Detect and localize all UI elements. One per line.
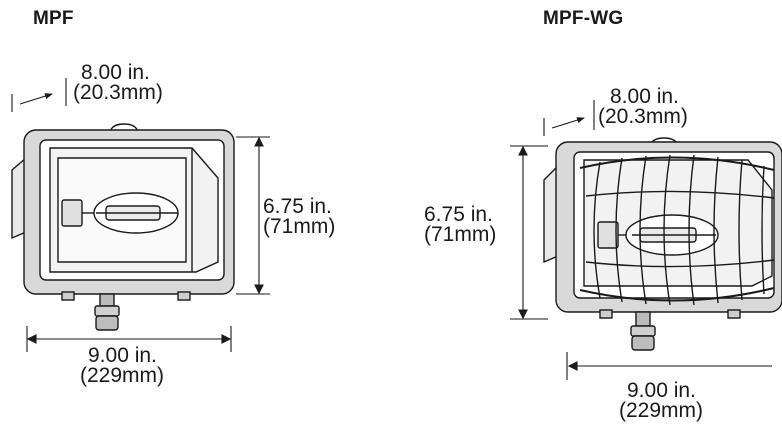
mpf-fixture: [11, 123, 235, 331]
mpf-wg-height-mm: (71mm): [424, 223, 497, 246]
mpf-title: MPF: [33, 8, 74, 29]
mpf-depth-mm: (20.3mm): [73, 81, 163, 104]
mpf-wg-depth-label: 8.00 in. (20.3mm): [598, 85, 688, 128]
mpf-dimension-lines: [11, 78, 270, 352]
mpf-wg-dimension-lines: [510, 100, 772, 380]
mpf-width-label: 9.00 in. (229mm): [80, 344, 165, 387]
mpf-depth-label: 8.00 in. (20.3mm): [73, 61, 163, 104]
mpf-wg-width-mm: (229mm): [619, 399, 704, 422]
mpf-wg-fixture: [543, 137, 782, 351]
mpf-depth-in: 8.00 in.: [81, 61, 150, 84]
mpf-wg-height-in: 6.75 in.: [424, 203, 493, 226]
mpf-height-label: 6.75 in. (71mm): [263, 195, 336, 238]
mpf-wg-width-in: 9.00 in.: [627, 379, 696, 402]
mpf-wg-depth-mm: (20.3mm): [598, 105, 688, 128]
mpf-width-mm: (229mm): [80, 364, 165, 387]
mpf-wg-height-label: 6.75 in. (71mm): [424, 203, 497, 246]
mpf-wg-depth-in: 8.00 in.: [610, 85, 679, 108]
mpf-width-in: 9.00 in.: [88, 344, 157, 367]
mpf-wg-width-label: 9.00 in. (229mm): [619, 379, 704, 422]
mpf-wg-title: MPF-WG: [543, 8, 624, 29]
mpf-height-mm: (71mm): [263, 215, 336, 238]
mpf-height-in: 6.75 in.: [263, 195, 332, 218]
